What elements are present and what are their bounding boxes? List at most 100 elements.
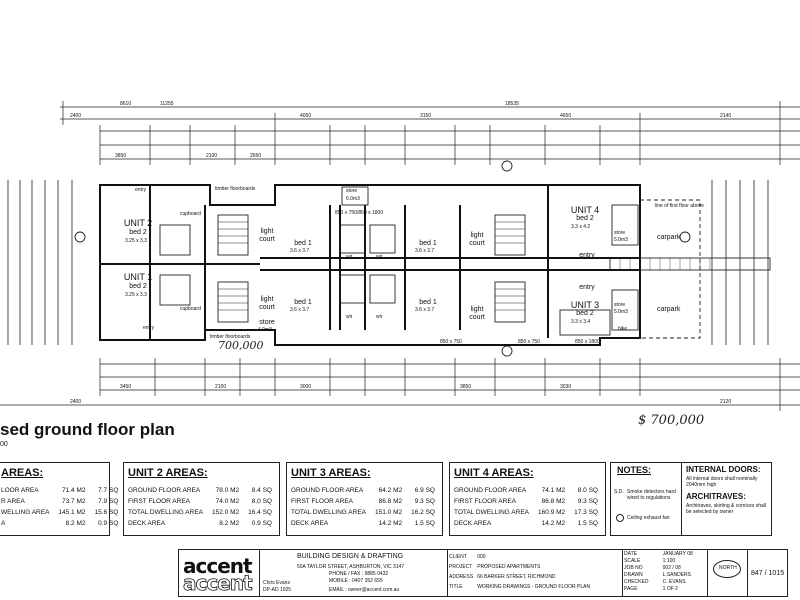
area-m2: 14.2 M2 (541, 520, 566, 527)
area-sq: 0.9 SQ (98, 520, 119, 527)
area-label: GROUND FLOOR AREA (128, 487, 201, 494)
area-sq: 1.5 SQ (577, 520, 598, 527)
store-unit4 (611, 204, 639, 246)
area-sq: 1.5 SQ (414, 520, 435, 527)
company-mobile: MOBILE : 0407 352 655 (329, 578, 383, 584)
section-marker-top (501, 160, 513, 172)
north-label: NORTH (719, 565, 737, 571)
notes-left: NOTES: S.D. Smoke detectors hard wired t… (611, 463, 682, 535)
section-marker-right (679, 231, 691, 243)
company-cell: BUILDING DESIGN & DRAFTING 50A TAYLOR ST… (259, 550, 448, 596)
meta-value: 1:100 (662, 557, 676, 564)
notes-box: NOTES: S.D. Smoke detectors hard wired t… (610, 462, 772, 536)
handwritten-value-title: $ 700,000 (638, 413, 705, 428)
area-m2: 14.2 M2 (378, 520, 403, 527)
area-sq: 15.6 SQ (94, 509, 119, 516)
area-m2: 86.8 M2 (541, 498, 566, 505)
first-floor-outline (640, 199, 701, 339)
store-unit3-vol: 5.0m3 (614, 309, 628, 315)
north-cell: NORTH (707, 550, 748, 596)
dim-bottom-d: 3000 (300, 384, 312, 390)
area-m2: 86.8 M2 (378, 498, 403, 505)
bed1-d-size: 3.6 x 3.7 (415, 307, 435, 313)
plan-scale: 00 (0, 441, 8, 448)
unit4-bed-size: 3.3 x 4.2 (571, 224, 591, 230)
entry-unit4: entry (579, 252, 595, 259)
window-unit3-c: 850 x 1800 (575, 339, 600, 345)
dim-bottom-b: 3450 (120, 384, 132, 390)
unit3-label: UNIT 3 (570, 300, 600, 310)
meta-value: JANUARY 08 (662, 550, 693, 557)
light-court-unit4: light court (469, 232, 485, 247)
north-arrow-icon (713, 560, 741, 578)
section-marker-left (74, 231, 86, 243)
area-m2: 74.0 M2 (215, 498, 240, 505)
area-label: R AREA (1, 498, 25, 505)
bed1-c-size: 3.6 x 3.7 (415, 248, 435, 254)
area-row: DECK AREA 14.2 M2 1.5 SQ (291, 518, 438, 529)
area-title: UNIT 4 AREAS: (454, 467, 534, 479)
dim-top-c: 3850 (115, 153, 127, 159)
unit4-bed-label: bed 2 (576, 215, 594, 222)
unit1-bed-size: 3.25 x 3.3 (125, 292, 147, 298)
wir-label-c: wir (346, 314, 353, 320)
floor-plan-drawing (0, 101, 800, 411)
floorboards-bottom: timber floorboards (210, 334, 251, 340)
company-logo: accent (183, 554, 253, 578)
smoke-detector-icon: S.D. (614, 489, 624, 495)
area-label: A (1, 520, 6, 527)
area-label: FIRST FLOOR AREA (128, 498, 191, 505)
unit2-bed-size: 3.25 x 3.3 (125, 238, 147, 244)
architraves-note: Architraves, skirting & cornices shall b… (686, 503, 767, 515)
area-label: TOTAL DWELLING AREA (128, 509, 204, 516)
area-label: DECK AREA (291, 520, 329, 527)
bed1-d: bed 1 (419, 299, 437, 306)
store-unit1-vol: 4.0m3 (258, 327, 272, 333)
area-sq: 0.9 SQ (251, 520, 272, 527)
wir-label-b: wir (376, 254, 383, 260)
title-block: accent accent BUILDING DESIGN & DRAFTING… (178, 549, 788, 597)
meta-label: PAGE (624, 585, 638, 592)
window-centre-top: 850 x 750/850 x 1800 (335, 210, 384, 216)
unit3-bed-size: 3.3 x 3.4 (571, 319, 591, 325)
meta-label: DRAWN (624, 571, 643, 578)
area-sq: 16.2 SQ (411, 509, 435, 516)
room-entry-unit1: entry (143, 325, 155, 331)
wir-label-a: wir (346, 254, 353, 260)
smoke-note: Smoke detectors hard wired to regulation… (627, 489, 676, 501)
meta-value: 1 OF 2 (662, 585, 678, 592)
cupboard-unit2: cupboard (180, 211, 201, 217)
dim-bottom-c: 2100 (215, 384, 227, 390)
carpark-lower: carpark (657, 306, 681, 313)
area-m2: 64.2 M2 (378, 487, 403, 494)
area-sq: 6.9 SQ (414, 487, 435, 494)
area-m2: 71.4 M2 (62, 487, 86, 494)
stair-unit1 (217, 281, 249, 323)
carpark-upper: carpark (657, 234, 681, 241)
window-unit3-a: 850 x 750 (440, 339, 462, 345)
stair-unit3 (494, 281, 526, 323)
area-sq: 17.3 SQ (574, 509, 598, 516)
architraves-title: ARCHITRAVES: (686, 492, 746, 501)
area-title: UNIT 2 AREAS: (128, 467, 208, 479)
internal-doors-title: INTERNAL DOORS: (686, 465, 761, 474)
bike-store (559, 309, 611, 336)
dim-top-i: 2140 (720, 113, 732, 119)
sheet-number: 847 / 1015 (751, 570, 785, 577)
client-value: 000 (477, 554, 486, 560)
bike-label: bike (618, 326, 628, 332)
